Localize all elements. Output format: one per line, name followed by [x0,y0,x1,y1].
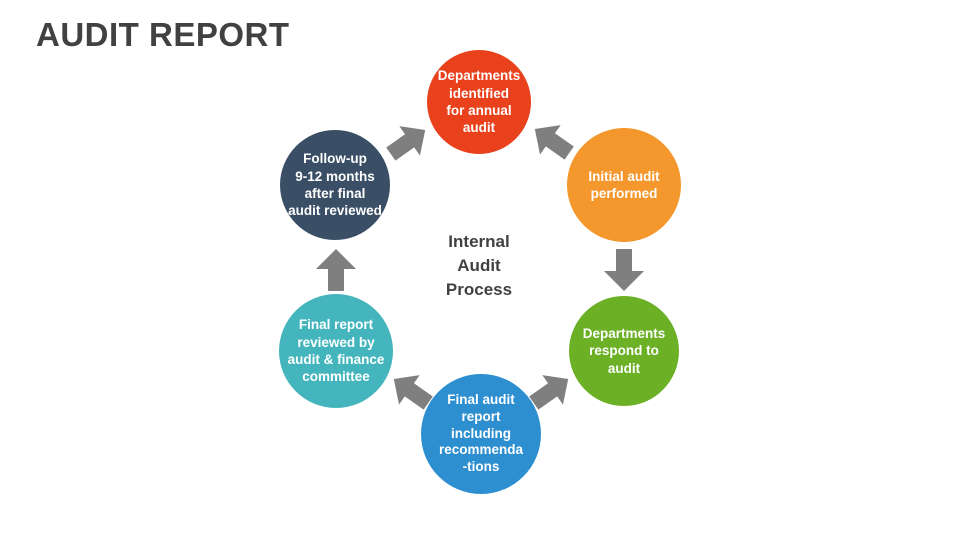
arrow-down-icon [599,247,649,293]
process-step-final-report-reviewed[interactable]: Final report reviewed by audit & finance… [279,294,393,408]
process-step-label: Final report reviewed by audit & finance… [287,317,385,385]
page-title: AUDIT REPORT [36,16,290,53]
process-step-departments-respond[interactable]: Departments respond to audit [569,296,679,406]
arrow-down-right-icon [527,116,577,166]
arrow-down-left-icon [526,366,576,416]
process-step-initial-audit-performed[interactable]: Initial audit performed [567,128,681,242]
process-step-label: Departments respond to audit [582,326,666,376]
process-step-label: Departments identified for annual audit [437,68,521,136]
process-step-label: Final audit report including recommenda … [438,391,524,475]
process-step-label: Follow-up 9-12 months after final audit … [288,151,382,219]
process-step-label: Initial audit performed [588,168,660,201]
process-step-departments-identified[interactable]: Departments identified for annual audit [427,50,531,154]
process-step-final-audit-report[interactable]: Final audit report including recommenda … [421,374,541,494]
diagram-center-caption: Internal Audit Process [445,232,513,300]
arrow-up-left-icon [386,366,436,416]
arrow-up-right-icon [383,117,433,167]
arrow-up-icon [311,247,361,293]
process-step-follow-up[interactable]: Follow-up 9-12 months after final audit … [280,130,390,240]
